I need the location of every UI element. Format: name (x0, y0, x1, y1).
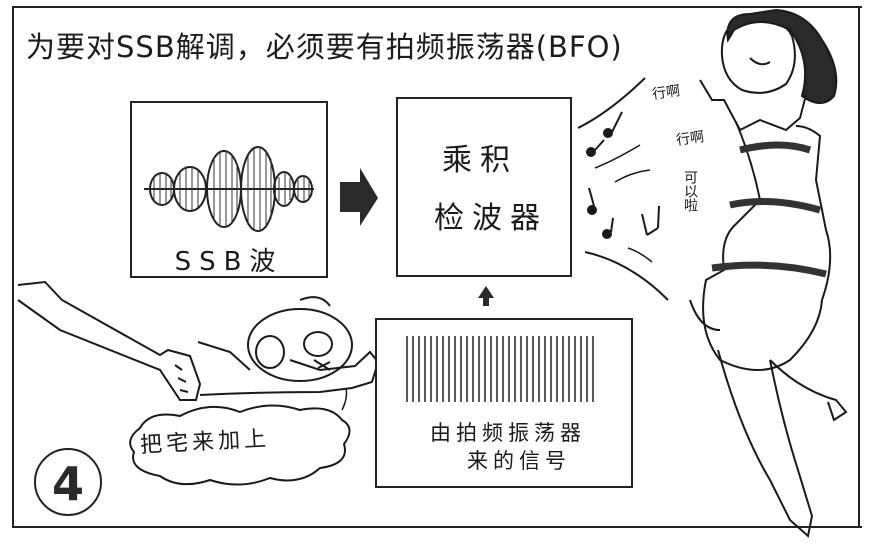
ssb-wave-box: SSB波 (130, 101, 328, 278)
comic-frame (12, 6, 862, 528)
lyric-3: 可以啦 (682, 170, 698, 212)
bfo-label-line2: 来的信号 (467, 449, 571, 473)
panel-caption: 为要对SSB解调，必须要有拍频振荡器(BFO) (26, 30, 623, 64)
product-detector-label-line1: 乘积 (442, 143, 518, 178)
lyric-1: 行啊 (651, 83, 682, 103)
up-arrow-icon (478, 286, 494, 306)
product-detector-box: 乘积 检波器 (396, 97, 572, 277)
monkey-character-illustration (17, 280, 380, 401)
speech-bubble (129, 387, 351, 486)
product-detector-label-line2: 检波器 (434, 201, 548, 236)
bfo-signal-box: 由拍频振荡器 来的信号 (375, 318, 633, 488)
singing-woman-illustration (689, 8, 848, 538)
ssb-waveform-icon (144, 146, 314, 232)
panel-number-badge: 4 (34, 448, 102, 516)
bfo-label-line1: 由拍频振荡器 (430, 421, 586, 445)
right-arrow-icon (340, 168, 378, 226)
speech-bubble-text: 把宅来加上 (139, 426, 271, 459)
music-notes-icon (577, 77, 669, 301)
comic-frame-right-edge (858, 6, 860, 528)
lyric-2: 行啊 (675, 129, 706, 149)
bfo-stripes-icon (406, 336, 594, 402)
ssb-wave-label: SSB波 (174, 247, 284, 277)
